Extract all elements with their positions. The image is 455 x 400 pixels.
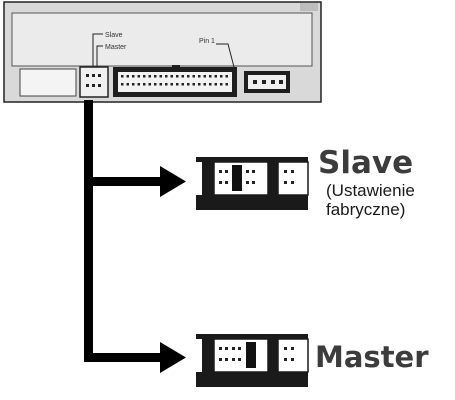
ide-pin — [137, 75, 140, 78]
ide-pin — [176, 83, 179, 86]
ide-pin — [143, 75, 146, 78]
ide-pin — [126, 75, 129, 78]
ide-pin — [192, 75, 195, 78]
ide-key — [172, 65, 180, 69]
ide-pin — [170, 83, 173, 86]
drive-label-master: Master — [105, 44, 127, 51]
ide-pin — [203, 83, 206, 86]
master-jumper-cap — [246, 342, 256, 368]
ide-pin — [148, 75, 151, 78]
ide-pin — [209, 75, 212, 78]
drive-corner-mark — [300, 3, 318, 11]
ide-pin — [203, 75, 206, 78]
master-jumper-illustration — [196, 334, 309, 387]
ide-pin — [214, 83, 217, 86]
audio-connector — [19, 68, 77, 97]
power-pins — [253, 80, 283, 84]
ide-pin — [214, 75, 217, 78]
power-connector-inner — [248, 75, 286, 89]
ide-pin — [148, 83, 151, 86]
ide-pin — [159, 75, 162, 78]
ide-pin — [209, 83, 212, 86]
ide-pin — [132, 83, 135, 86]
ide-pin — [181, 75, 184, 78]
ide-pin — [126, 83, 129, 86]
master-title: Master — [315, 340, 429, 374]
ide-pin — [198, 83, 201, 86]
ide-pin — [154, 83, 157, 86]
ide-pin — [198, 75, 201, 78]
ide-pin — [187, 83, 190, 86]
vertical-trunk — [84, 100, 93, 362]
ide-pin — [121, 75, 124, 78]
ide-pins — [121, 75, 228, 86]
drive-label-area — [11, 12, 313, 67]
ide-pin — [225, 83, 228, 86]
ide-pin — [220, 83, 223, 86]
ide-pin — [181, 83, 184, 86]
drive-label-pin1: Pin 1 — [199, 38, 215, 45]
drive-label-slave: Slave — [105, 32, 123, 39]
slave-jumper-cap — [232, 165, 242, 191]
ide-pin — [121, 83, 124, 86]
ide-pin — [165, 83, 168, 86]
slave-note-line2: fabryczne) — [326, 200, 406, 219]
ide-pin — [137, 83, 140, 86]
ide-pin — [159, 83, 162, 86]
jumper-pins — [86, 74, 101, 87]
master-branch-line — [84, 353, 164, 362]
ide-pin — [220, 75, 223, 78]
jumper-block — [79, 66, 109, 98]
slave-branch-line — [84, 177, 164, 186]
drive-rear-panel: Slave Master Pin 1 — [3, 1, 322, 103]
master-arrowhead — [160, 342, 186, 373]
slave-callout-line — [92, 33, 103, 67]
ide-pin — [192, 83, 195, 86]
ide-pin — [143, 83, 146, 86]
pin1-callout-line — [216, 43, 235, 68]
ide-pin — [154, 75, 157, 78]
ide-pin — [132, 75, 135, 78]
slave-title: Slave — [318, 145, 414, 181]
ide-pin — [176, 75, 179, 78]
ide-pin — [165, 75, 168, 78]
slave-note-line1: (Ustawienie — [326, 181, 415, 200]
connector-lines — [84, 100, 186, 373]
slave-jumper-illustration — [196, 157, 309, 210]
slave-arrowhead — [160, 166, 186, 197]
ide-pin — [187, 75, 190, 78]
ide-pin — [170, 75, 173, 78]
ide-pin — [225, 75, 228, 78]
master-callout-line — [96, 45, 103, 67]
